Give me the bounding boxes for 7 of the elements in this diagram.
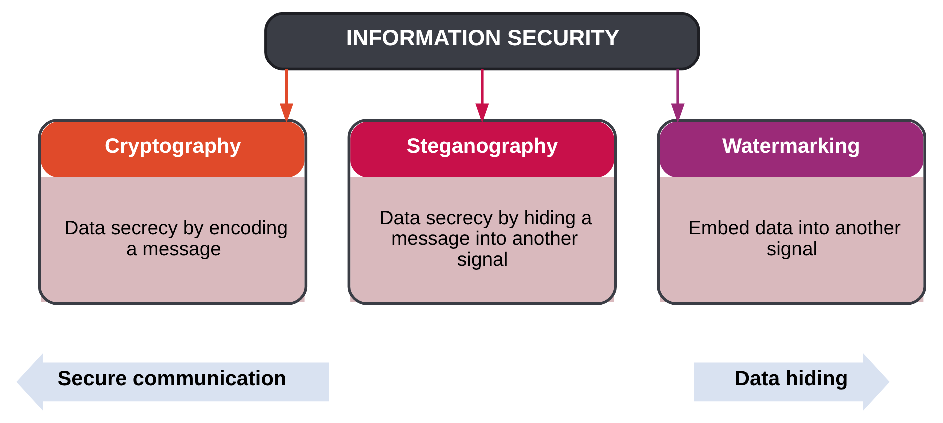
arrow	[475, 69, 489, 124]
node-box: Cryptography Data secrecy by encoding a message	[38, 119, 308, 306]
arrow	[670, 69, 684, 124]
node-box: Watermarking Embed data into another signal	[656, 119, 926, 306]
node-box: INFORMATION SECURITY	[264, 12, 700, 71]
arrow	[279, 69, 294, 124]
node-box: Steganography Data secrecy by hiding a message into another signal	[347, 119, 616, 306]
